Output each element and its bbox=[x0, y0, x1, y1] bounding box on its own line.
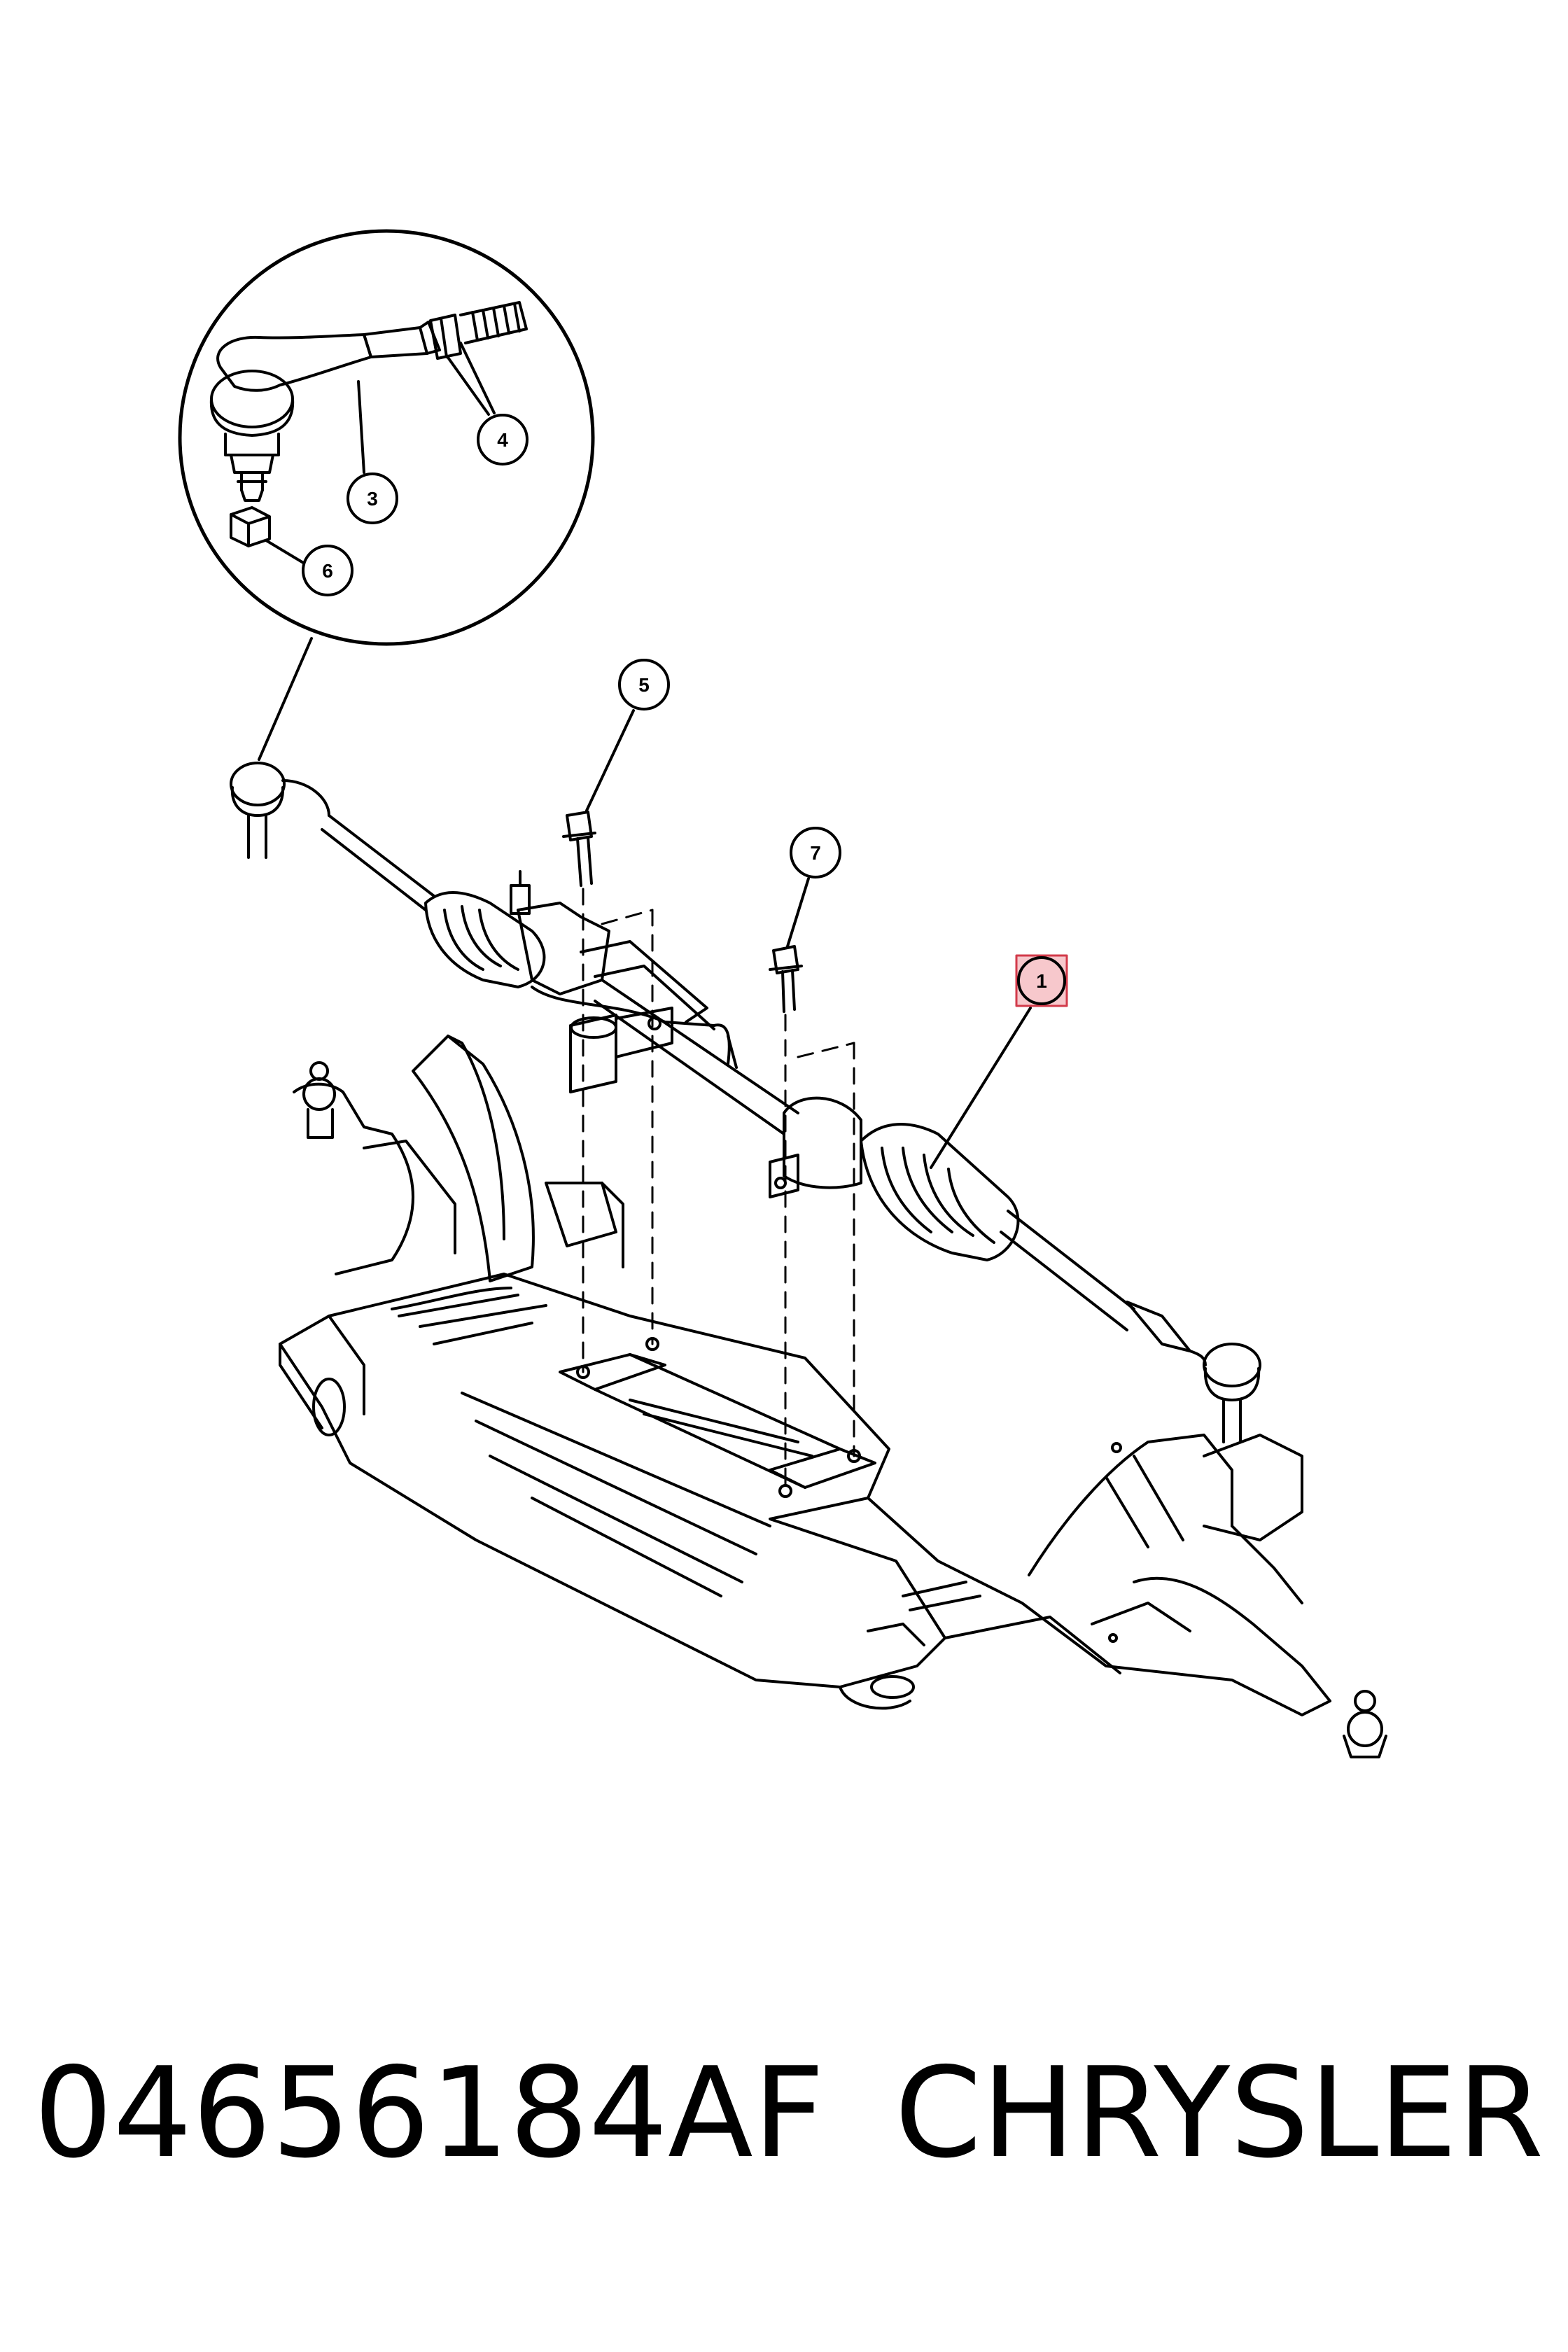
callout-4-leader-b bbox=[459, 342, 496, 414]
manufacturer-name: CHRYSLER bbox=[895, 2040, 1544, 2185]
callout-6-leader bbox=[265, 539, 306, 565]
callout-3-leader bbox=[357, 380, 365, 474]
callout-1-circle bbox=[1017, 956, 1066, 1005]
callout-5-label: 5 bbox=[638, 674, 650, 696]
callout-6-label: 6 bbox=[322, 560, 333, 582]
detail-view: 3 4 6 bbox=[178, 229, 595, 761]
callout-7-circle bbox=[790, 827, 841, 878]
tie-rod-end-detail bbox=[209, 301, 528, 502]
callout-7-leader bbox=[786, 877, 810, 948]
callout-1-leader bbox=[930, 1007, 1032, 1169]
bolt-5 bbox=[562, 811, 596, 887]
callout-6-circle bbox=[302, 545, 354, 596]
part-number: 04656184AF bbox=[34, 2040, 825, 2185]
detail-leader bbox=[258, 637, 313, 761]
callout-1-label: 1 bbox=[1036, 970, 1047, 992]
callout-3-label: 3 bbox=[367, 488, 378, 510]
bolt-7 bbox=[769, 945, 803, 1013]
callout-7-label: 7 bbox=[810, 842, 821, 864]
callout-4-leader-a bbox=[445, 354, 490, 416]
steering-rack bbox=[230, 762, 1261, 1443]
detail-circle bbox=[178, 229, 595, 646]
callout-5-leader bbox=[585, 709, 635, 812]
callout-3-circle bbox=[346, 472, 398, 524]
callout-4-label: 4 bbox=[497, 429, 508, 451]
crossmember bbox=[279, 1035, 1387, 1758]
nut-detail bbox=[230, 506, 271, 547]
callout-5-circle bbox=[618, 659, 670, 710]
alignment-lines bbox=[582, 888, 855, 1492]
callout-4-circle bbox=[477, 414, 528, 465]
